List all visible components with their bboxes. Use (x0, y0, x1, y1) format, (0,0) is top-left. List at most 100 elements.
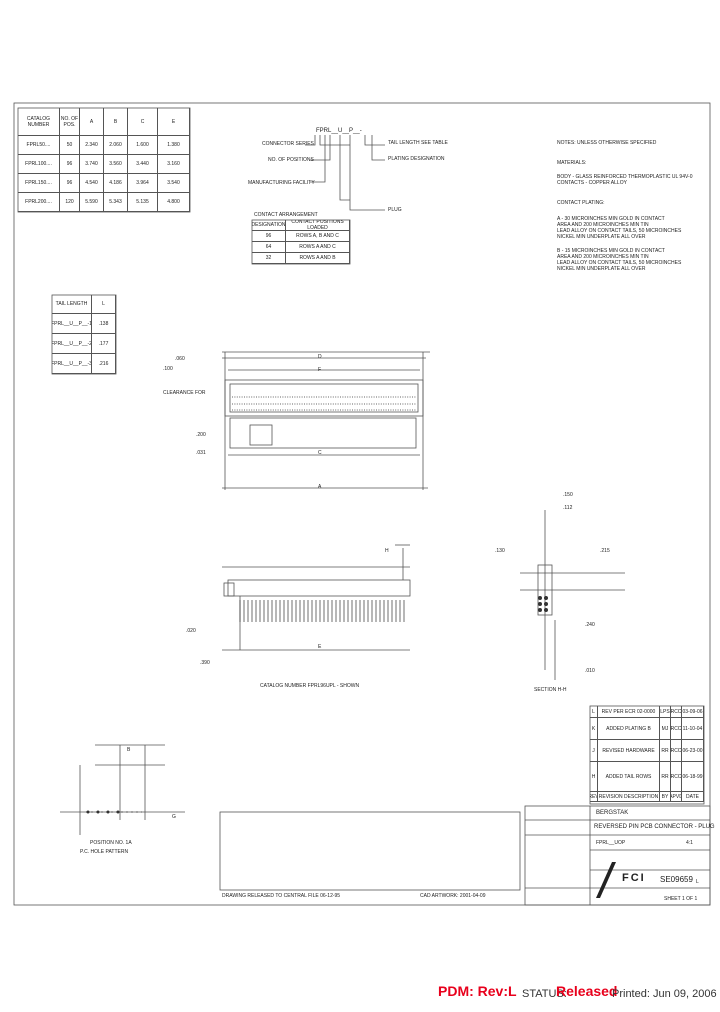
contact-table-title: CONTACT ARRANGEMENT (254, 212, 318, 218)
table-cell: FPRL__U__P__-1 (52, 314, 92, 334)
callout-no-positions: NO. OF POSITIONS (268, 157, 314, 163)
table-cell: J (590, 740, 598, 762)
table-cell: APVD (671, 792, 682, 802)
table-cell: RR (660, 740, 671, 762)
notes-line: LEAD ALLOY ON CONTACT TAILS, 50 MICROINC… (557, 260, 682, 266)
dim-value: .130 (495, 548, 505, 554)
pc-hole-label: P.C. HOLE PATTERN (80, 849, 129, 855)
notes-line: AREA AND 200 MICROINCHES MIN TIN (557, 254, 649, 260)
notes-line: LEAD ALLOY ON CONTACT TAILS, 50 MICROINC… (557, 228, 682, 234)
part-number-code: FPRL__U__P__- (316, 128, 362, 134)
callout-plating: PLATING DESIGNATION (388, 156, 445, 162)
table-cell: 3.740 (80, 155, 104, 174)
dim-label-g: G (172, 814, 176, 820)
table-cell: .138 (92, 314, 116, 334)
drawing-number: SE09659 (660, 875, 693, 884)
notes-block: NOTES: UNLESS OTHERWISE SPECIFIED MATERI… (557, 140, 707, 272)
table-cell: 11-10-04 (682, 718, 704, 740)
table-cell: MJ (660, 718, 671, 740)
table-cell: ROWS A AND B (286, 253, 350, 264)
dim-value: .240 (585, 622, 595, 628)
table-row: FPRL__U__P__-3 .216 (52, 354, 116, 374)
pdm-rev: PDM: Rev:L (438, 983, 517, 999)
table-cell: TAIL LENGTH (52, 295, 92, 314)
dim-label-b: B (127, 747, 131, 753)
notes-line: A - 30 MICROINCHES MIN GOLD IN CONTACT (557, 216, 665, 222)
table-cell: 5.343 (104, 193, 128, 212)
table-cell: RCC (671, 718, 682, 740)
dim-value: .020 (186, 628, 196, 634)
catalog-table: CATALOG NUMBER NO. OF POS. A B C E FPRL5… (18, 108, 190, 212)
table-row: FPRL100.... 96 3.740 3.560 3.440 3.160 (18, 155, 190, 174)
table-row: 64 ROWS A AND C (252, 242, 350, 253)
table-cell: 5.590 (80, 193, 104, 212)
section-label: SECTION H-H (534, 687, 567, 693)
dim-value: .215 (600, 548, 610, 554)
table-row: 32 ROWS A AND B (252, 253, 350, 264)
status-value: Released (556, 983, 618, 999)
table-cell: 4.800 (158, 193, 190, 212)
dim-label-c: C (318, 450, 322, 456)
printed-date: Printed: Jun 09, 2006 (612, 988, 717, 1000)
table-row: FPRL__U__P__-2 .177 (52, 334, 116, 354)
table-cell: 32 (252, 253, 286, 264)
cad-line: CAD ARTWORK: 2001-04-09 (420, 893, 486, 899)
table-cell: RCC (671, 740, 682, 762)
fci-logo-text: FCI (622, 872, 646, 884)
table-row: FPRL50.... 50 2.340 2.060 1.600 1.380 (18, 136, 190, 155)
table-cell: 2.060 (104, 136, 128, 155)
table-cell: 03-09-06 (682, 706, 704, 718)
notes-line: NICKEL MIN UNDERPLATE ALL OVER (557, 234, 646, 240)
table-cell: 3.540 (158, 174, 190, 193)
table-cell: 64 (252, 242, 286, 253)
table-cell: 120 (60, 193, 80, 212)
table-cell: 4.186 (104, 174, 128, 193)
table-cell: ROWS A, B AND C (286, 231, 350, 242)
catalog-header-pos: NO. OF POS. (60, 108, 80, 136)
table-cell: FPRL150.... (18, 174, 60, 193)
table-cell: 50 (60, 136, 80, 155)
table-cell: 3.440 (128, 155, 158, 174)
dim-value: .112 (563, 505, 573, 511)
dim-label-e: E (318, 644, 322, 650)
table-row: 96 ROWS A, B AND C (252, 231, 350, 242)
drawing-rev: L (696, 879, 699, 885)
dim-value: .200 (196, 432, 206, 438)
table-cell: DATE (682, 792, 704, 802)
dim-label-a: A (318, 484, 322, 490)
table-row: K ADDED PLATING B MJ RCC 11-10-04 (590, 718, 704, 740)
table-cell: 3.160 (158, 155, 190, 174)
table-cell: FPRL100.... (18, 155, 60, 174)
table-row: L REV PER ECR 02-0000 LPS RCC 03-09-06 (590, 706, 704, 718)
notes-line: NICKEL MIN UNDERPLATE ALL OVER (557, 266, 646, 272)
table-cell: FPRL50.... (18, 136, 60, 155)
title-company-line: BERGSTAK (596, 810, 629, 816)
dim-value: .390 (200, 660, 210, 666)
callout-tail-length: TAIL LENGTH SEE TABLE (388, 140, 448, 146)
dim-label-f: F (318, 367, 322, 373)
table-cell: LPS (660, 706, 671, 718)
revision-table-header: REV REVISION DESCRIPTION BY APVD DATE (590, 792, 704, 802)
table-cell: RCC (671, 762, 682, 792)
notes-line: AREA AND 200 MICROINCHES MIN TIN (557, 222, 649, 228)
dim-value: .060 (175, 356, 185, 362)
catalog-view-label: CATALOG NUMBER FPRL96UPL - SHOWN (260, 683, 360, 689)
catalog-header-c: C (128, 108, 158, 136)
notes-line: MATERIALS: (557, 160, 587, 166)
table-cell: RR (660, 762, 671, 792)
table-cell: CONTACT POSITIONS LOADED (286, 220, 350, 231)
table-cell: REV PER ECR 02-0000 (598, 706, 660, 718)
dim-label-d: D (318, 354, 322, 360)
table-cell: 96 (252, 231, 286, 242)
table-cell: ADDED TAIL ROWS (598, 762, 660, 792)
table-row: FPRL__U__P__-1 .138 (52, 314, 116, 334)
table-row: FPRL200.... 120 5.590 5.343 5.135 4.800 (18, 193, 190, 212)
table-cell: ROWS A AND C (286, 242, 350, 253)
catalog-header-e: E (158, 108, 190, 136)
table-cell: L (92, 295, 116, 314)
table-cell: BY (660, 792, 671, 802)
table-cell: 3.560 (104, 155, 128, 174)
dim-value: .031 (196, 450, 206, 456)
table-row: H ADDED TAIL ROWS RR RCC 06-18-99 (590, 762, 704, 792)
